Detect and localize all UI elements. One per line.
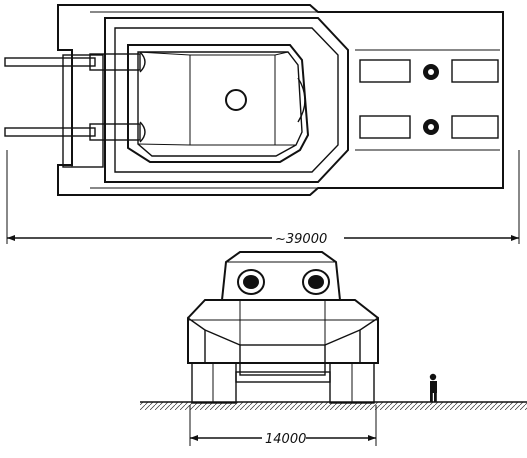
turret-inner — [137, 51, 303, 157]
width-dimension: 14000 — [189, 405, 377, 447]
gun-barrels — [4, 51, 146, 143]
width-label: 14000 — [265, 432, 306, 447]
length-dimension: ~39000 — [6, 150, 520, 247]
hull-front — [187, 299, 379, 364]
front-view — [140, 251, 527, 410]
turret-hatch — [225, 89, 247, 111]
vent-grille — [451, 115, 499, 139]
vent-grille — [451, 59, 499, 83]
superstructure-inner — [114, 27, 339, 173]
ground-hatching — [140, 402, 527, 410]
length-label: ~39000 — [275, 232, 327, 247]
vent-grille — [359, 115, 411, 139]
front-frame — [62, 54, 104, 168]
superstructure-outer — [104, 17, 349, 183]
track-left — [191, 362, 237, 404]
top-view — [4, 4, 504, 196]
hull-outline — [57, 4, 504, 196]
vent-grille — [359, 59, 411, 83]
engine-deck — [355, 49, 500, 151]
human-figure — [429, 373, 437, 402]
turret-outline — [127, 44, 310, 163]
